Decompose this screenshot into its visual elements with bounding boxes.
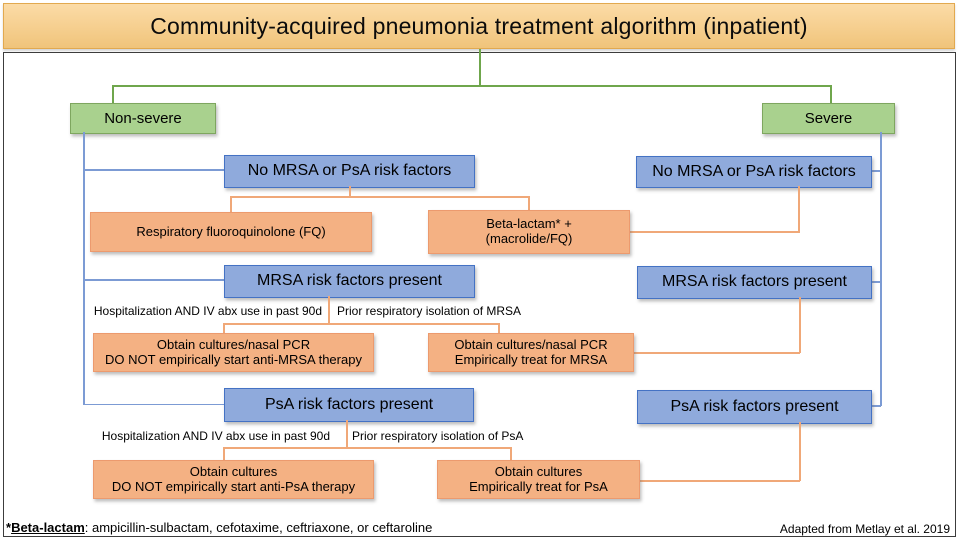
connector-drop-beta: [528, 196, 530, 210]
connector-no-risk-right-elbow: [629, 231, 800, 233]
label-psa-prior-isolation: Prior respiratory isolation of PsA: [352, 429, 524, 443]
title-banner: Community-acquired pneumonia treatment a…: [3, 3, 955, 49]
node-no-risk-left-label: No MRSA or PsA risk factors: [247, 162, 452, 180]
stub-left-mrsa: [83, 279, 224, 281]
label-psa-hospitalization: Hospitalization AND IV abx use in past 9…: [101, 429, 330, 443]
connector-mrsa-stem: [328, 296, 330, 324]
node-fq-label: Respiratory fluoroquinolone (FQ): [136, 223, 326, 239]
connector-psa-right-stem: [799, 422, 801, 481]
page-title: Community-acquired pneumonia treatment a…: [150, 12, 808, 39]
node-severe: Severe: [762, 103, 895, 134]
node-mrsa-treat-line1: Obtain cultures/nasal PCR: [454, 336, 608, 352]
footnote: *Beta-lactam: ampicillin-sulbactam, cefo…: [6, 520, 432, 535]
node-psa-no-treat-line2: DO NOT empirically start anti-PsA therap…: [111, 478, 356, 494]
node-psa-left: PsA risk factors present: [224, 388, 474, 422]
connector-no-risk-crossbar: [230, 196, 528, 198]
trunk-non-severe: [83, 132, 85, 405]
node-mrsa-left: MRSA risk factors present: [224, 265, 475, 298]
node-mrsa-right: MRSA risk factors present: [637, 266, 872, 299]
node-mrsa-left-label: MRSA risk factors present: [257, 272, 442, 290]
node-non-severe-label: Non-severe: [104, 109, 182, 127]
connector-drop-non-severe: [112, 85, 114, 103]
node-fq: Respiratory fluoroquinolone (FQ): [90, 212, 372, 252]
footnote-asterisk: *: [6, 520, 12, 535]
connector-title-stem: [479, 49, 481, 86]
stub-left-psa: [83, 403, 224, 405]
node-mrsa-no-treat: Obtain cultures/nasal PCR DO NOT empiric…: [93, 333, 374, 372]
node-no-risk-left: No MRSA or PsA risk factors: [224, 155, 475, 188]
trunk-severe: [880, 132, 882, 406]
connector-drop-mrsa-no-treat: [223, 323, 225, 333]
footnote-term: Beta-lactam: [11, 520, 85, 535]
connector-drop-fq: [230, 196, 232, 212]
connector-no-risk-right-stem: [798, 186, 800, 232]
connector-mrsa-right-stem: [799, 297, 801, 353]
connector-psa-right-elbow: [638, 480, 800, 482]
node-mrsa-right-label: MRSA risk factors present: [662, 273, 847, 291]
connector-psa-crossbar: [223, 447, 511, 449]
node-beta-lactam-line1: Beta-lactam* +: [486, 216, 572, 232]
node-psa-right: PsA risk factors present: [637, 390, 872, 424]
attribution: Adapted from Metlay et al. 2019: [779, 522, 950, 536]
node-psa-left-label: PsA risk factors present: [264, 395, 434, 413]
node-mrsa-treat: Obtain cultures/nasal PCR Empirically tr…: [428, 333, 634, 372]
stub-right-mrsa: [870, 281, 881, 283]
node-mrsa-no-treat-line1: Obtain cultures/nasal PCR: [156, 336, 311, 352]
node-severe-label: Severe: [804, 109, 853, 127]
stub-right-psa: [870, 405, 881, 407]
node-non-severe: Non-severe: [70, 103, 216, 134]
node-beta-lactam: Beta-lactam* + (macrolide/FQ): [428, 210, 630, 254]
node-psa-treat-line1: Obtain cultures: [494, 463, 583, 479]
node-mrsa-no-treat-line2: DO NOT empirically start anti-MRSA thera…: [105, 351, 362, 367]
connector-mrsa-crossbar: [223, 323, 499, 325]
node-psa-treat-line2: Empirically treat for PsA: [469, 478, 608, 494]
node-no-risk-right-label: No MRSA or PsA risk factors: [652, 162, 856, 180]
connector-severity-crossbar: [112, 85, 831, 87]
node-psa-right-label: PsA risk factors present: [670, 397, 839, 415]
node-beta-lactam-line2: (macrolide/FQ): [485, 231, 573, 246]
node-mrsa-treat-line2: Empirically treat for MRSA: [454, 351, 608, 367]
label-mrsa-prior-isolation: Prior respiratory isolation of MRSA: [337, 304, 522, 318]
connector-mrsa-right-elbow: [633, 352, 800, 354]
connector-drop-psa-treat: [510, 447, 512, 460]
stub-left-no-risk: [83, 169, 224, 171]
connector-no-risk-stem: [349, 186, 351, 197]
connector-drop-severe: [830, 85, 832, 103]
node-psa-treat: Obtain cultures Empirically treat for Ps…: [437, 460, 640, 499]
connector-psa-stem: [346, 420, 348, 448]
connector-drop-mrsa-treat: [498, 323, 500, 333]
label-mrsa-hospitalization: Hospitalization AND IV abx use in past 9…: [93, 304, 322, 318]
node-psa-no-treat: Obtain cultures DO NOT empirically start…: [93, 460, 374, 499]
footnote-text: : ampicillin-sulbactam, cefotaxime, ceft…: [84, 520, 433, 535]
node-psa-no-treat-line1: Obtain cultures: [189, 463, 278, 479]
node-no-risk-right: No MRSA or PsA risk factors: [636, 156, 872, 188]
connector-drop-psa-no-treat: [223, 447, 225, 460]
stub-right-no-risk: [870, 170, 881, 172]
